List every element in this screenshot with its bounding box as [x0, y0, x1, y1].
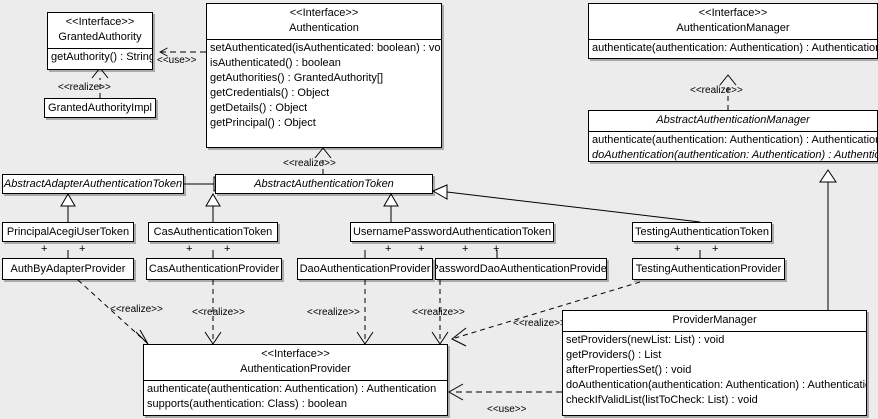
class-name-granted-authority-impl: GrantedAuthorityImpl — [48, 102, 152, 114]
class-dao-authentication-provider[interactable]: DaoAuthenticationProvider — [297, 258, 433, 280]
connector-generalization-providermanager — [819, 169, 837, 310]
class-auth-by-adapter-provider[interactable]: AuthByAdapterProvider — [2, 258, 134, 280]
operation: setAuthenticated(isAuthenticated: boolea… — [210, 42, 442, 54]
class-name-testing-authentication-token: TestingAuthenticationToken — [635, 226, 769, 238]
operation: checkIfValidList(listToCheck: List) : vo… — [566, 394, 758, 406]
class-header-provider-manager: ProviderManager — [563, 311, 866, 331]
class-name-authentication-manager: AuthenticationManager — [676, 22, 790, 34]
visibility-plus: + — [41, 243, 48, 255]
label-realize-cas: <<realize>> — [192, 307, 245, 318]
visibility-plus: + — [674, 243, 681, 255]
label-realize-grantedauthorityimpl: <<realize>> — [58, 82, 111, 93]
operations-authentication: setAuthenticated(isAuthenticated: boolea… — [207, 39, 441, 132]
operations-granted-authority: getAuthority() : String — [48, 48, 152, 66]
stereotype-interface: <<Interface>> — [698, 7, 768, 19]
operation: getAuthorities() : GrantedAuthority[] — [210, 72, 384, 84]
label-realize-dao: <<realize>> — [307, 307, 360, 318]
visibility-plus: + — [385, 243, 392, 255]
class-abstract-authentication-token[interactable]: AbstractAuthenticationToken — [215, 174, 433, 194]
label-realize-passworddao: <<realize>> — [412, 307, 465, 318]
label-realize-testing: <<realize>> — [513, 318, 566, 329]
class-name-abstract-authentication-token: AbstractAuthenticationToken — [254, 178, 394, 190]
operations-provider-manager: setProviders(newList: List) : void getPr… — [563, 331, 866, 409]
class-name-auth-by-adapter-provider: AuthByAdapterProvider — [10, 263, 126, 275]
visibility-plus: + — [224, 243, 231, 255]
class-username-password-authentication-token[interactable]: UsernamePasswordAuthenticationToken — [350, 222, 554, 242]
label-use-authentication-grantedauthority: <<use>> — [157, 55, 197, 66]
class-name-abstract-authentication-manager: AbstractAuthenticationManager — [656, 114, 810, 126]
visibility-plus: + — [418, 243, 425, 255]
operation: supports(authentication: Class) : boolea… — [147, 398, 347, 410]
class-name-principal-acegi-user-token: PrincipalAcegiUserToken — [6, 226, 130, 238]
operation: isAuthenticated() : boolean — [210, 57, 341, 69]
stereotype-interface: <<Interface>> — [289, 7, 359, 19]
connector-generalization-castoken — [205, 193, 221, 222]
operation: afterPropertiesSet() : void — [566, 364, 692, 376]
class-header-authentication: <<Interface>> Authentication — [207, 4, 441, 39]
class-authentication[interactable]: <<Interface>> Authentication setAuthenti… — [206, 3, 442, 148]
operations-authentication-provider: authenticate(authentication: Authenticat… — [144, 380, 447, 413]
label-realize-authbyadapter: <<realize>> — [110, 304, 163, 315]
operation: authenticate(authentication: Authenticat… — [592, 42, 878, 54]
class-cas-authentication-provider[interactable]: CasAuthenticationProvider — [146, 258, 282, 280]
class-testing-authentication-token[interactable]: TestingAuthenticationToken — [632, 222, 772, 242]
class-authentication-provider[interactable]: <<Interface>> AuthenticationProvider aut… — [143, 344, 448, 416]
class-principal-acegi-user-token[interactable]: PrincipalAcegiUserToken — [2, 222, 134, 242]
class-provider-manager[interactable]: ProviderManager setProviders(newList: Li… — [562, 310, 867, 416]
class-abstract-authentication-manager[interactable]: AbstractAuthenticationManager authentica… — [588, 110, 878, 162]
class-password-dao-authentication-provider[interactable]: PasswordDaoAuthenticationProvider — [435, 258, 607, 280]
class-testing-authentication-provider[interactable]: TestingAuthenticationProvider — [632, 258, 785, 280]
label-use-providermanager: <<use>> — [487, 404, 527, 415]
operations-abstract-authentication-manager: authenticate(authentication: Authenticat… — [589, 131, 878, 161]
class-name-password-dao-authentication-provider: PasswordDaoAuthenticationProvider — [435, 263, 607, 275]
class-name-granted-authority: GrantedAuthority — [58, 31, 142, 43]
class-name-dao-authentication-provider: DaoAuthenticationProvider — [299, 263, 431, 275]
class-header-abstract-authentication-manager: AbstractAuthenticationManager — [589, 111, 877, 131]
class-name-authentication: Authentication — [289, 22, 359, 34]
operation: getProviders() : List — [566, 349, 662, 361]
visibility-plus: + — [186, 243, 193, 255]
operation-abstract: doAuthentication(authentication: Authent… — [592, 149, 878, 161]
operation: setProviders(newList: List) : void — [566, 334, 725, 346]
class-header-authentication-provider: <<Interface>> AuthenticationProvider — [144, 345, 447, 380]
class-header-granted-authority: <<Interface>> GrantedAuthority — [48, 13, 152, 48]
class-abstract-adapter-authentication-token[interactable]: AbstractAdapterAuthenticationToken — [2, 174, 184, 194]
class-granted-authority[interactable]: <<Interface>> GrantedAuthority getAuthor… — [47, 12, 153, 70]
operation: doAuthentication(authentication: Authent… — [566, 379, 867, 391]
class-name-testing-authentication-provider: TestingAuthenticationProvider — [635, 263, 782, 275]
class-name-cas-authentication-provider: CasAuthenticationProvider — [148, 263, 280, 275]
class-header-authentication-manager: <<Interface>> AuthenticationManager — [589, 4, 877, 39]
class-cas-authentication-token[interactable]: CasAuthenticationToken — [148, 222, 278, 242]
label-realize-abstractauthenticationmanager: <<realize>> — [690, 85, 743, 96]
operation: getPrincipal() : Object — [210, 117, 316, 129]
operations-authentication-manager: authenticate(authentication: Authenticat… — [589, 39, 877, 57]
connector-generalization-testingtoken — [431, 184, 701, 223]
stereotype-interface: <<Interface>> — [261, 348, 330, 360]
operation: authenticate(authentication: Authenticat… — [592, 134, 878, 146]
connector-token-provider-links — [67, 250, 701, 258]
operation: getDetails() : Object — [210, 102, 308, 114]
class-name-cas-authentication-token: CasAuthenticationToken — [153, 226, 273, 238]
visibility-plus: + — [462, 243, 469, 255]
label-realize-abstractauthenticationtoken: <<realize>> — [283, 158, 336, 169]
visibility-plus: + — [712, 243, 719, 255]
operation: getCredentials() : Object — [210, 87, 330, 99]
class-name-username-password-authentication-token: UsernamePasswordAuthenticationToken — [352, 226, 552, 238]
connector-generalization-userpasstoken — [383, 193, 399, 222]
connector-use-providermanager-authenticationprovider — [447, 383, 562, 401]
class-authentication-manager[interactable]: <<Interface>> AuthenticationManager auth… — [588, 3, 878, 59]
operation: authenticate(authentication: Authenticat… — [147, 383, 437, 395]
operation: getAuthority() : String — [51, 51, 153, 63]
class-granted-authority-impl[interactable]: GrantedAuthorityImpl — [44, 98, 156, 118]
class-name-abstract-adapter-authentication-token: AbstractAdapterAuthenticationToken — [3, 178, 183, 190]
class-name-authentication-provider: AuthenticationProvider — [240, 363, 351, 375]
connector-generalization-principalacegitoken — [60, 193, 76, 222]
class-name-provider-manager: ProviderManager — [672, 314, 757, 326]
visibility-plus: + — [79, 243, 86, 255]
visibility-plus: + — [493, 243, 500, 255]
stereotype-interface: <<Interface>> — [65, 16, 135, 28]
